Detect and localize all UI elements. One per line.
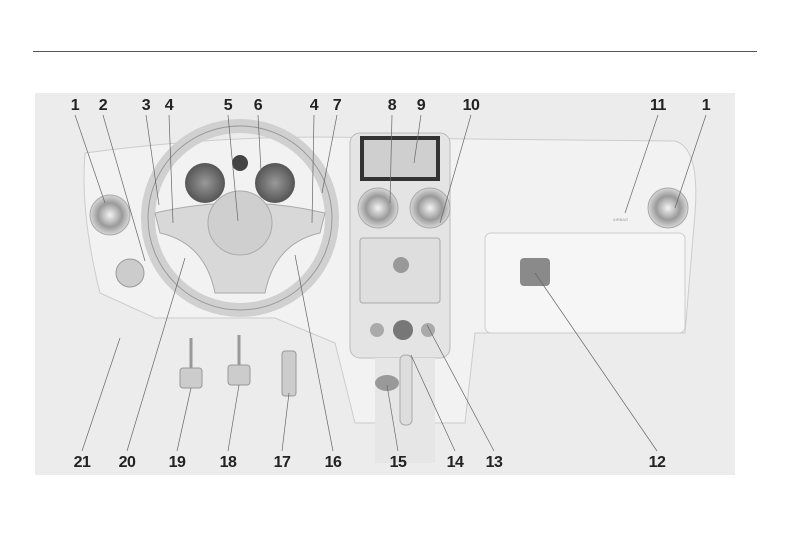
nav-map [364,140,436,177]
brake-pedal [227,364,251,386]
callout-11: 11 [650,97,666,114]
cup-holder [375,375,399,391]
horn-pad [207,190,273,256]
glovebox [484,232,686,334]
accelerator-pedal [281,350,297,397]
callout-12: 12 [648,454,666,471]
callout-5: 5 [223,97,233,114]
callout-3: 3 [141,97,151,114]
dashboard-illustration: AIRBAG 1 2 3 4 5 6 4 7 8 9 10 11 1 21 20… [35,93,735,475]
gear-lever [399,354,413,426]
callout-8: 8 [387,97,397,114]
radio-knob [393,257,409,273]
callout-9: 9 [416,97,426,114]
callout-4-right: 4 [309,97,319,114]
clutch-pedal [179,367,203,389]
climate-knob-right [421,323,435,337]
light-switch [115,258,145,288]
airbag-marking: AIRBAG [613,217,628,222]
callout-17: 17 [273,454,291,471]
callout-7: 7 [332,97,342,114]
climate-knob-left [370,323,384,337]
callout-2: 2 [98,97,108,114]
center-vent-right [409,187,451,229]
callout-1: 1 [70,97,80,114]
side-vent-right [647,187,689,229]
header-rule [33,51,757,52]
callout-13: 13 [485,454,503,471]
callout-4: 4 [164,97,174,114]
callout-20: 20 [118,454,136,471]
callout-6: 6 [253,97,263,114]
tachometer [255,163,295,203]
leader-lines [74,114,707,452]
callout-14: 14 [446,454,464,471]
callout-15: 15 [389,454,407,471]
dashboard-drawing: AIRBAG [74,114,707,463]
glovebox-handle [520,258,550,286]
speedometer [185,163,225,203]
center-gauge [232,155,248,171]
side-vent-left [89,194,131,236]
callout-18: 18 [219,454,237,471]
callout-16: 16 [324,454,342,471]
climate-knob-center [393,320,413,340]
callout-1-right: 1 [701,97,711,114]
callout-21: 21 [73,454,91,471]
center-vent-left [357,187,399,229]
callout-10: 10 [462,97,480,114]
callout-19: 19 [168,454,186,471]
